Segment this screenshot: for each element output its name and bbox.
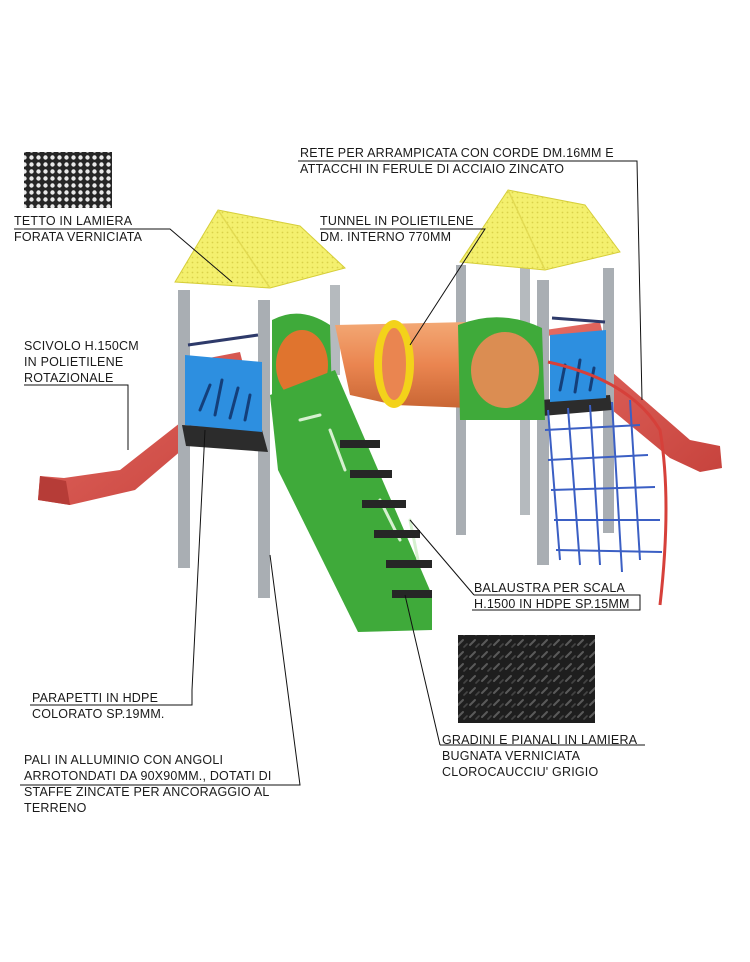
climbing-net bbox=[544, 399, 663, 573]
left-roof bbox=[174, 209, 347, 289]
left-parapet bbox=[185, 355, 262, 432]
perforated-sheet-swatch bbox=[24, 152, 112, 208]
label-climbing-net: RETE PER ARRAMPICATA CON CORDE DM.16MM E… bbox=[300, 146, 614, 176]
stair-steps bbox=[340, 440, 432, 598]
checker-plate-swatch bbox=[458, 635, 595, 723]
leader-lines bbox=[14, 160, 645, 786]
right-roof bbox=[459, 189, 621, 271]
